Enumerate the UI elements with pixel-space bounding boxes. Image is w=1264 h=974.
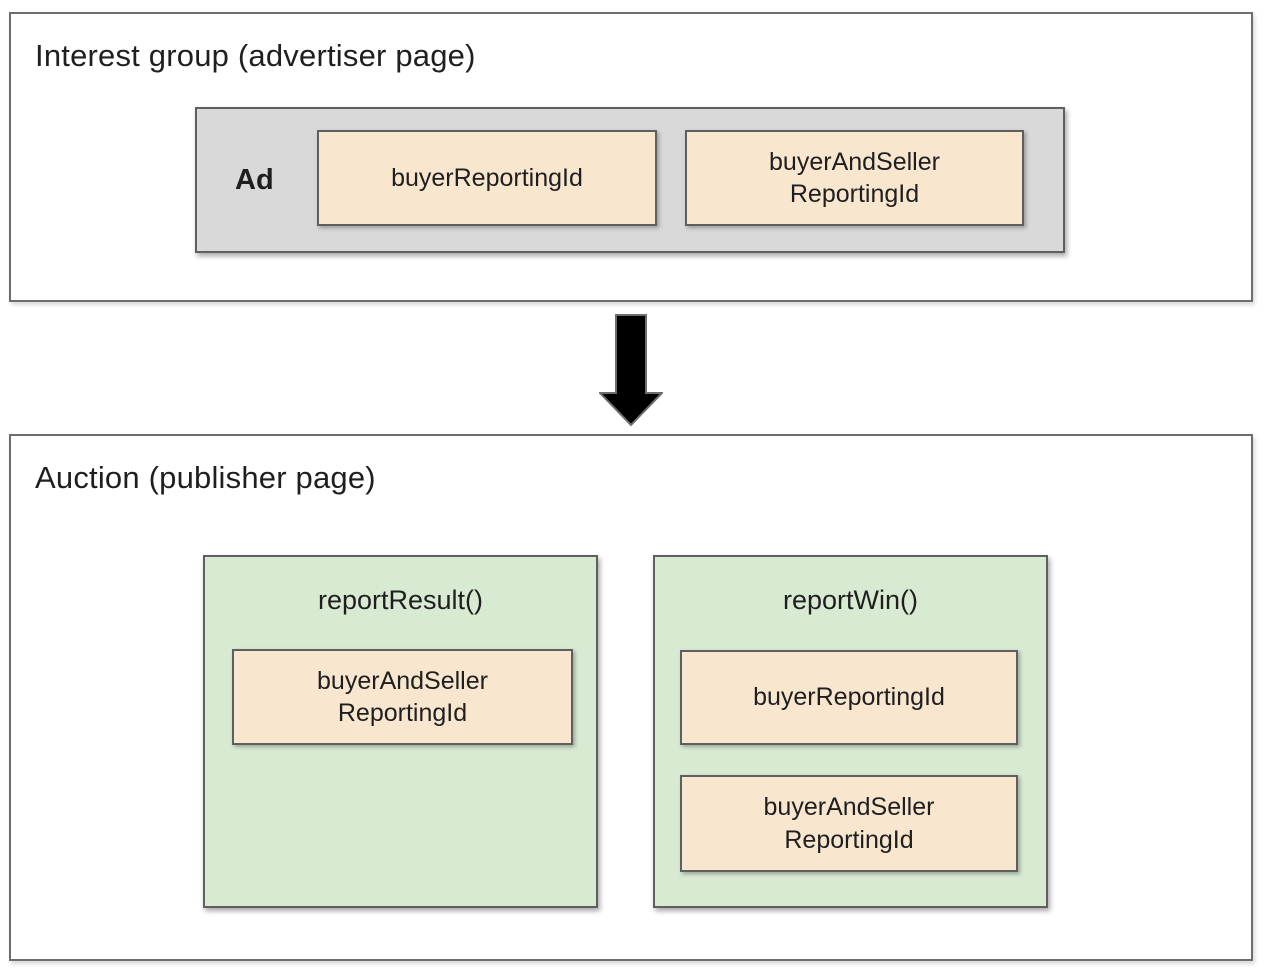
report-win-buyer-reporting-id-field: buyerReportingId	[680, 650, 1018, 745]
report-win-box: reportWin() buyerReportingId buyerAndSel…	[653, 555, 1048, 908]
auction-title: Auction (publisher page)	[35, 460, 376, 495]
report-win-title: reportWin()	[782, 585, 918, 615]
report-result-title: reportResult()	[317, 585, 484, 615]
ad-box: Ad buyerReportingId buyerAndSeller Repor…	[195, 107, 1065, 253]
interest-group-box: Interest group (advertiser page) Ad buye…	[9, 12, 1253, 302]
buyer-reporting-id-field: buyerReportingId	[317, 130, 657, 226]
ad-label: Ad	[235, 163, 274, 196]
report-win-buyer-and-seller-reporting-id-field: buyerAndSeller ReportingId	[680, 775, 1018, 872]
report-result-buyer-and-seller-reporting-id-field: buyerAndSeller ReportingId	[232, 649, 573, 745]
down-arrow-icon	[597, 314, 665, 427]
report-result-box: reportResult() buyerAndSeller ReportingI…	[203, 555, 598, 908]
interest-group-title: Interest group (advertiser page)	[35, 38, 476, 73]
buyer-and-seller-reporting-id-field: buyerAndSeller ReportingId	[685, 130, 1024, 226]
auction-box: Auction (publisher page) reportResult() …	[9, 434, 1253, 961]
